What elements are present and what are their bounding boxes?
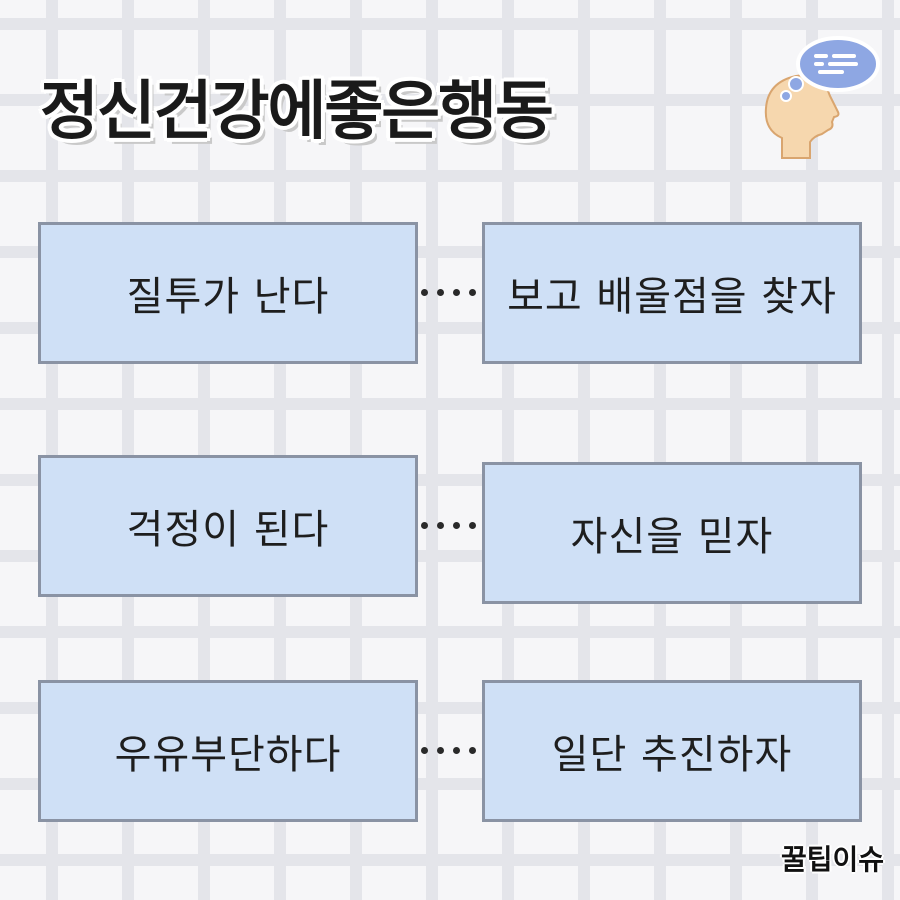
thinking-head-icon	[764, 36, 880, 159]
behavior-box-right: 자신을 믿자	[482, 462, 862, 604]
connector-dots	[421, 289, 476, 296]
connector-dots	[421, 522, 476, 529]
brand-label: 꿀팁이슈	[780, 843, 884, 876]
behavior-box-right: 보고 배울점을 찾자	[482, 222, 862, 364]
behavior-box-left: 우유부단하다	[38, 680, 418, 822]
connector-dots	[421, 747, 476, 754]
behavior-box-left: 질투가 난다	[38, 222, 418, 364]
behavior-box-left: 걱정이 된다	[38, 455, 418, 597]
behavior-box-right: 일단 추진하자	[482, 680, 862, 822]
page-title: 정신건강에좋은행동	[40, 75, 554, 149]
